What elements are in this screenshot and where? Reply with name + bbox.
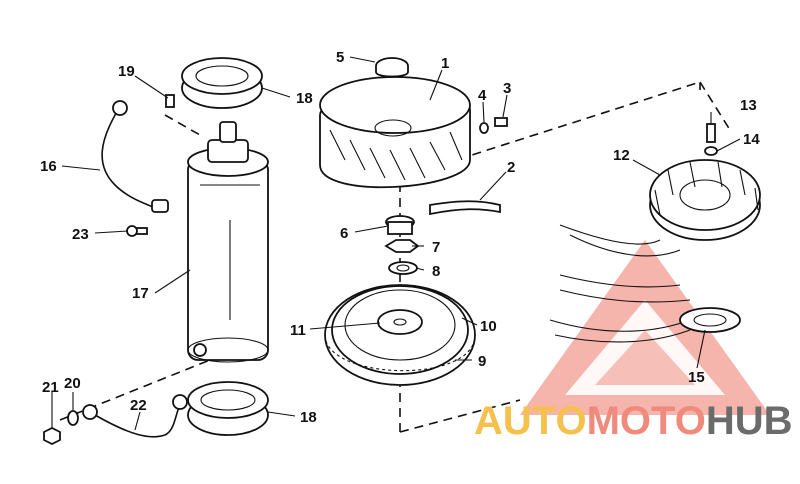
- callout-labels: 1 2 3 4 5 6 7 8 9 10 11 12 13 14 15 16 1…: [40, 49, 760, 426]
- watermark-moto: MOTO: [587, 399, 706, 443]
- washer-14: [704, 146, 718, 156]
- leader-lines: [51, 56, 741, 431]
- callout-23: 23: [72, 226, 89, 243]
- stator: [649, 159, 761, 241]
- watermark-hub: HUB: [706, 399, 793, 443]
- callout-6: 6: [340, 225, 348, 242]
- callout-10: 10: [480, 318, 497, 335]
- callout-17: 17: [132, 285, 149, 302]
- screw-23: [126, 225, 148, 237]
- callout-9: 9: [478, 353, 486, 370]
- svg-text:AUTOMOTOHUB: AUTOMOTOHUB: [474, 399, 793, 443]
- bushing-bottom: [187, 381, 269, 436]
- screw-3: [494, 117, 508, 127]
- callout-8: 8: [432, 263, 440, 280]
- washer-8: [388, 261, 418, 275]
- nut-21: [43, 426, 61, 446]
- callout-15: 15: [688, 369, 705, 386]
- callout-16: 16: [40, 158, 57, 175]
- bushing-6: [385, 215, 415, 235]
- callout-21: 21: [42, 379, 59, 396]
- callout-14: 14: [743, 131, 760, 148]
- cable-22: [82, 394, 188, 438]
- cap-5: [375, 57, 409, 78]
- starter-motor: [187, 121, 269, 363]
- callout-4: 4: [478, 87, 487, 104]
- flywheel-cover: [319, 76, 471, 189]
- bushing-top: [181, 57, 263, 109]
- callout-18-bottom: 18: [300, 409, 317, 426]
- callout-5: 5: [336, 49, 344, 66]
- callout-19: 19: [118, 63, 135, 80]
- callout-2: 2: [507, 159, 515, 176]
- screw-13: [706, 123, 716, 143]
- callout-11: 11: [290, 322, 306, 339]
- trigger-harness: [549, 224, 741, 343]
- callout-20: 20: [64, 375, 81, 392]
- callout-18-top: 18: [296, 90, 313, 107]
- watermark-auto: AUTO: [474, 399, 587, 443]
- battery-cable-16: [101, 100, 169, 213]
- watermark-logo: [520, 240, 770, 415]
- watermark-text: AUTOMOTOHUB: [474, 399, 793, 443]
- bracket-2: [429, 200, 501, 216]
- callout-12: 12: [613, 147, 630, 164]
- callout-1: 1: [441, 55, 449, 72]
- washer-4: [479, 122, 489, 134]
- callout-3: 3: [503, 80, 511, 97]
- washer-20: [67, 410, 79, 426]
- screw-19: [165, 94, 175, 108]
- flywheel: [324, 284, 476, 386]
- callout-22: 22: [130, 397, 147, 414]
- callout-7: 7: [432, 239, 440, 256]
- callout-13: 13: [740, 97, 757, 114]
